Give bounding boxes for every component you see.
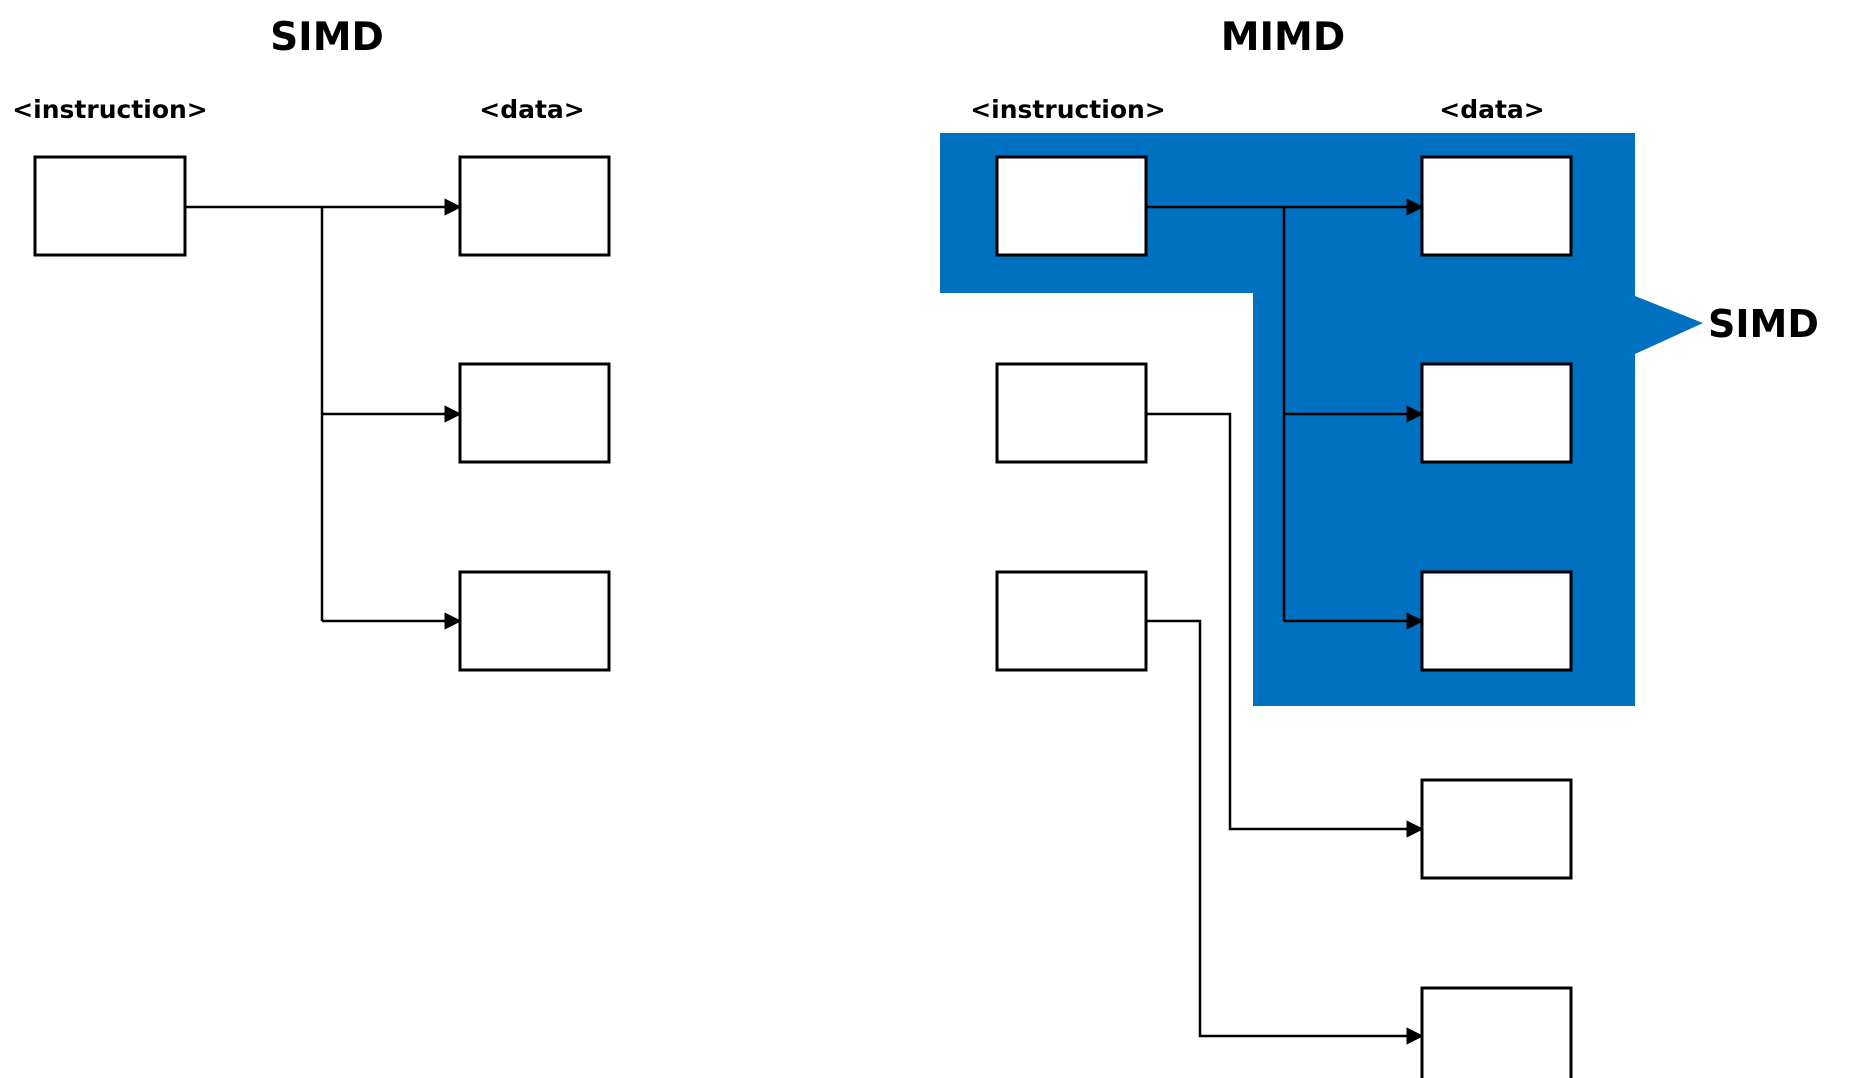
mimd-connectors: [1146, 198, 1424, 1045]
mimd-arrow-2-4: [1146, 412, 1424, 838]
mimd-instruction-box-1: [995, 155, 1148, 257]
mimd-instruction-box-3: [995, 570, 1148, 672]
mimd-instruction-box-2: [995, 362, 1148, 464]
mimd-title: MIMD: [1221, 15, 1346, 60]
simd-highlight-region: [940, 133, 1703, 706]
simd-data-box-1: [458, 155, 611, 257]
simd-instruction-label: <instruction>: [12, 95, 208, 124]
mimd-panel: MIMD <instruction> <data> SIMD: [940, 15, 1819, 1078]
mimd-instruction-label: <instruction>: [970, 95, 1166, 124]
simd-instruction-box: [33, 155, 187, 257]
mimd-data-box-4: [1420, 778, 1573, 880]
mimd-arrow-3-5: [1146, 619, 1424, 1045]
simd-panel: SIMD <instruction> <data>: [12, 15, 611, 672]
mimd-data-box-5: [1420, 986, 1573, 1078]
simd-callout-label: SIMD: [1708, 302, 1819, 346]
mimd-data-label: <data>: [1439, 95, 1544, 124]
simd-data-box-3: [458, 570, 611, 672]
simd-data-label: <data>: [479, 95, 584, 124]
mimd-data-box-1: [1420, 155, 1573, 257]
simd-data-box-2: [458, 362, 611, 464]
mimd-data-box-2: [1420, 362, 1573, 464]
simd-connectors: [185, 198, 462, 630]
simd-title: SIMD: [270, 15, 384, 60]
mimd-data-box-3: [1420, 570, 1573, 672]
